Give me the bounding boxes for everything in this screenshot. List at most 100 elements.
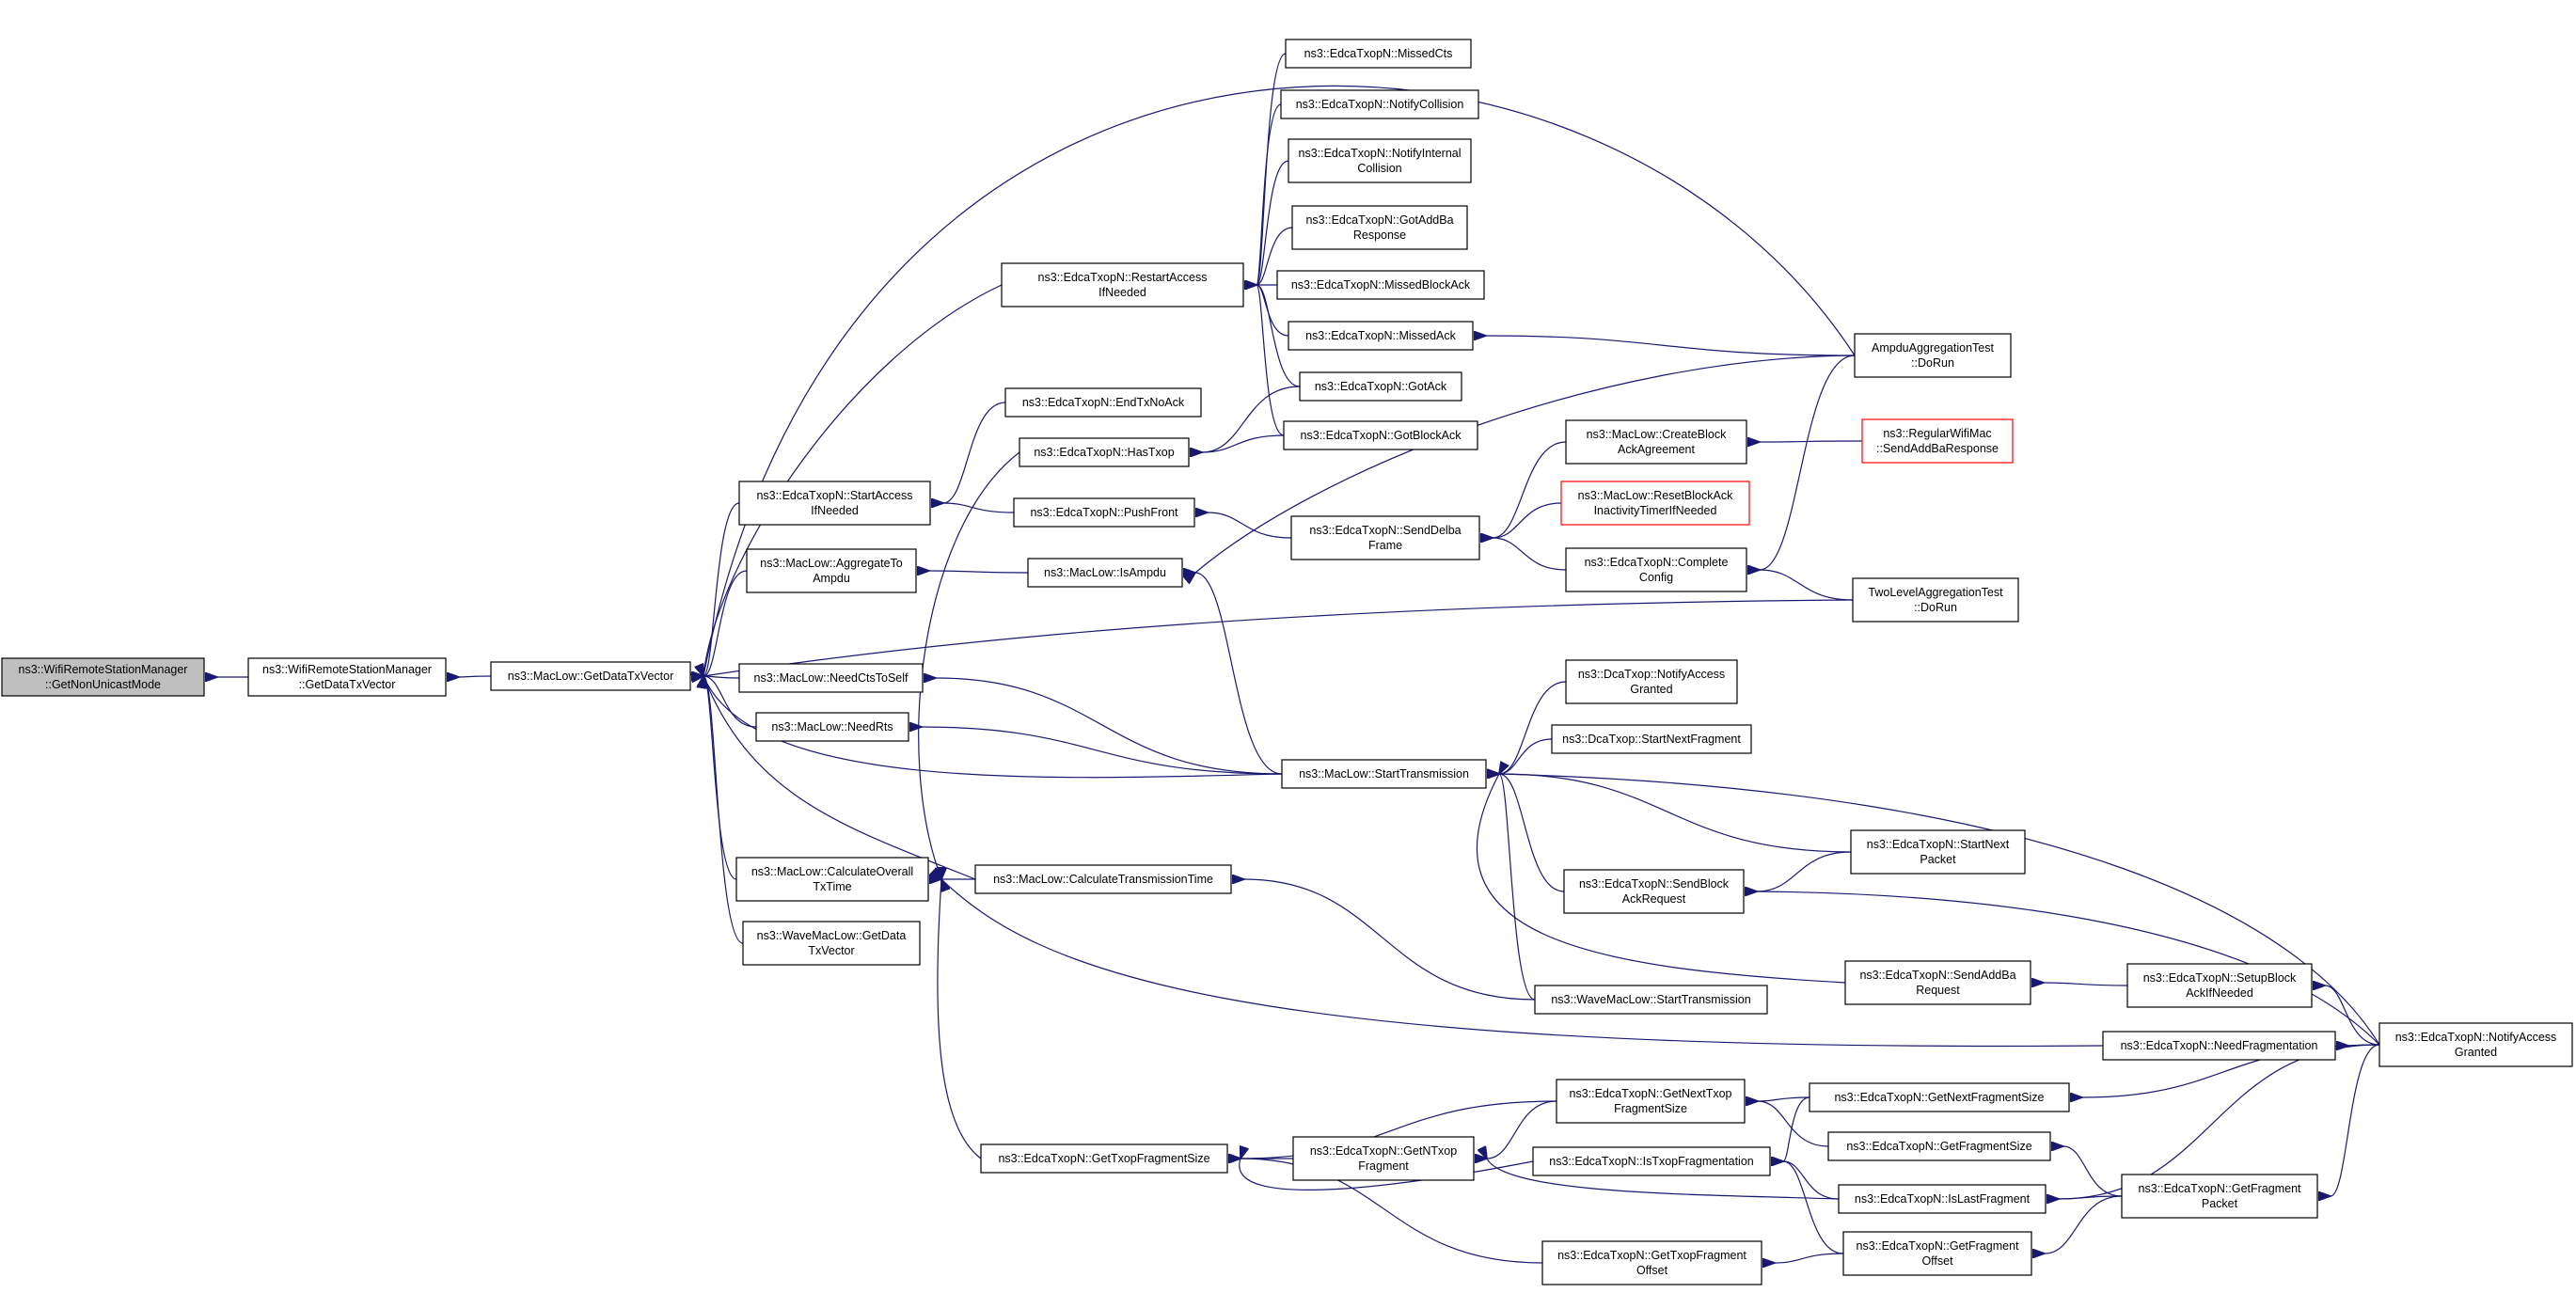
node-rwm[interactable]: ns3::RegularWifiMac::SendAddBaResponse <box>1861 418 2014 464</box>
node-label: InactivityTimerIfNeeded <box>1594 504 1717 517</box>
node-label: ns3::MacLow::CalculateTransmissionTime <box>993 873 1213 886</box>
node-label: AckAgreement <box>1618 443 1696 456</box>
node-box <box>1809 1082 2070 1112</box>
node-hastxop[interactable]: ns3::EdcaTxopN::HasTxop <box>1019 437 1190 467</box>
edge-sai-pushf <box>943 503 1015 513</box>
node-etna[interactable]: ns3::EdcaTxopN::EndTxNoAck <box>1004 387 1202 418</box>
node-root[interactable]: ns3::WifiRemoteStationManager::GetNonUni… <box>1 657 205 697</box>
node-ilf[interactable]: ns3::EdcaTxopN::IsLastFragment <box>1838 1184 2047 1214</box>
node-box <box>1027 558 1183 588</box>
node-dcsnf[interactable]: ns3::DcaTxop::StartNextFragment <box>1551 724 1752 754</box>
node-label: Request <box>1916 984 1960 997</box>
node-nfrag[interactable]: ns3::EdcaTxopN::NeedFragmentation <box>2102 1031 2336 1061</box>
node-box <box>1013 497 1195 528</box>
node-box <box>1565 659 1738 704</box>
node-box <box>1827 1131 2051 1161</box>
node-box <box>1019 437 1190 467</box>
edges-layer <box>217 53 2380 1263</box>
node-label: Frame <box>1368 539 1402 552</box>
node-label: ns3::EdcaTxopN::NeedFragmentation <box>2121 1039 2318 1052</box>
node-wml_gdtv[interactable]: ns3::WaveMacLow::GetDataTxVector <box>742 921 921 966</box>
node-itf[interactable]: ns3::EdcaTxopN::IsTxopFragmentation <box>1532 1146 1771 1176</box>
node-label: ns3::WifiRemoteStationManager <box>19 663 188 676</box>
node-label: ns3::EdcaTxopN::SendAddBa <box>1859 969 2015 982</box>
node-label: ns3::MacLow::CreateBlock <box>1587 428 1727 441</box>
node-box <box>1534 985 1768 1015</box>
node-label: ns3::EdcaTxopN::NotifyInternal <box>1299 147 1462 160</box>
node-ampt[interactable]: AmpduAggregationTest::DoRun <box>1854 333 2012 378</box>
node-pushf[interactable]: ns3::EdcaTxopN::PushFront <box>1013 497 1195 528</box>
node-nrts[interactable]: ns3::MacLow::NeedRts <box>755 712 909 742</box>
edge-ml_st-wml_st <box>1499 774 1536 1001</box>
node-ml_st[interactable]: ns3::MacLow::StartTransmission <box>1281 759 1487 789</box>
node-wrsm_gdtv[interactable]: ns3::WifiRemoteStationManager::GetDataTx… <box>247 657 447 697</box>
node-ncts[interactable]: ns3::MacLow::NeedCtsToSelf <box>738 663 924 693</box>
node-box <box>1842 1231 2032 1276</box>
node-ml_gdtv[interactable]: ns3::MacLow::GetDataTxVector <box>490 661 691 691</box>
edge-ml_gdtv-ctt <box>703 676 976 880</box>
edge-ml_st-saba <box>1477 774 1846 984</box>
node-gba[interactable]: ns3::EdcaTxopN::GotBlockAck <box>1283 420 1478 450</box>
node-isampdu[interactable]: ns3::MacLow::IsAmpdu <box>1027 558 1183 588</box>
edge-sdf-cc <box>1493 538 1567 571</box>
node-mcts[interactable]: ns3::EdcaTxopN::MissedCts <box>1285 39 1472 69</box>
node-box <box>1276 270 1485 300</box>
node-label: ns3::EdcaTxopN::IsLastFragment <box>1855 1192 2031 1206</box>
node-box <box>1285 39 1472 69</box>
node-box <box>738 663 924 693</box>
node-wml_st[interactable]: ns3::WaveMacLow::StartTransmission <box>1534 985 1768 1015</box>
node-label: ns3::EdcaTxopN::MissedBlockAck <box>1291 278 1471 292</box>
node-label: ns3::EdcaTxopN::GetNextTxop <box>1570 1087 1732 1100</box>
node-label: ns3::EdcaTxopN::NotifyCollision <box>1296 98 1464 111</box>
node-ncol[interactable]: ns3::EdcaTxopN::NotifyCollision <box>1280 89 1479 119</box>
node-gtfs[interactable]: ns3::EdcaTxopN::GetTxopFragmentSize <box>980 1143 1228 1174</box>
node-box <box>742 921 921 966</box>
edge-cc-tlat <box>1760 570 1854 601</box>
node-ctt[interactable]: ns3::MacLow::CalculateTransmissionTime <box>974 864 1232 894</box>
node-box <box>1838 1184 2047 1214</box>
node-label: ns3::EdcaTxopN::EndTxNoAck <box>1022 396 1185 409</box>
node-mba[interactable]: ns3::EdcaTxopN::MissedBlockAck <box>1276 270 1485 300</box>
node-box <box>1004 387 1202 418</box>
node-gfs[interactable]: ns3::EdcaTxopN::GetFragmentSize <box>1827 1131 2051 1161</box>
node-box <box>1283 420 1478 450</box>
edge-nrts-ml_st <box>922 727 1283 775</box>
node-gnfs[interactable]: ns3::EdcaTxopN::GetNextFragmentSize <box>1809 1082 2070 1112</box>
node-label: Offset <box>1921 1254 1953 1268</box>
node-label: Packet <box>2202 1197 2238 1210</box>
node-box <box>1556 1079 1746 1124</box>
edge-gtfo-gfo <box>1775 1253 1844 1263</box>
edge-rai-gabr <box>1256 227 1293 285</box>
nodes-layer: ns3::WifiRemoteStationManager::GetNonUni… <box>1 39 2573 1285</box>
node-rbait[interactable]: ns3::MacLow::ResetBlockAckInactivityTime… <box>1560 481 1750 526</box>
edge-sdf-cbaa <box>1493 441 1567 538</box>
node-tlat[interactable]: TwoLevelAggregationTest::DoRun <box>1852 577 2019 623</box>
node-box <box>1563 869 1745 914</box>
node-box <box>2126 963 2313 1008</box>
node-label: Packet <box>1920 853 1956 866</box>
node-mack[interactable]: ns3::EdcaTxopN::MissedAck <box>1288 321 1474 351</box>
edge-ml_gdtv-tlat <box>703 599 1854 676</box>
node-gack[interactable]: ns3::EdcaTxopN::GotAck <box>1299 371 1462 402</box>
node-label: ns3::EdcaTxopN::GetTxopFragment <box>1557 1249 1746 1262</box>
